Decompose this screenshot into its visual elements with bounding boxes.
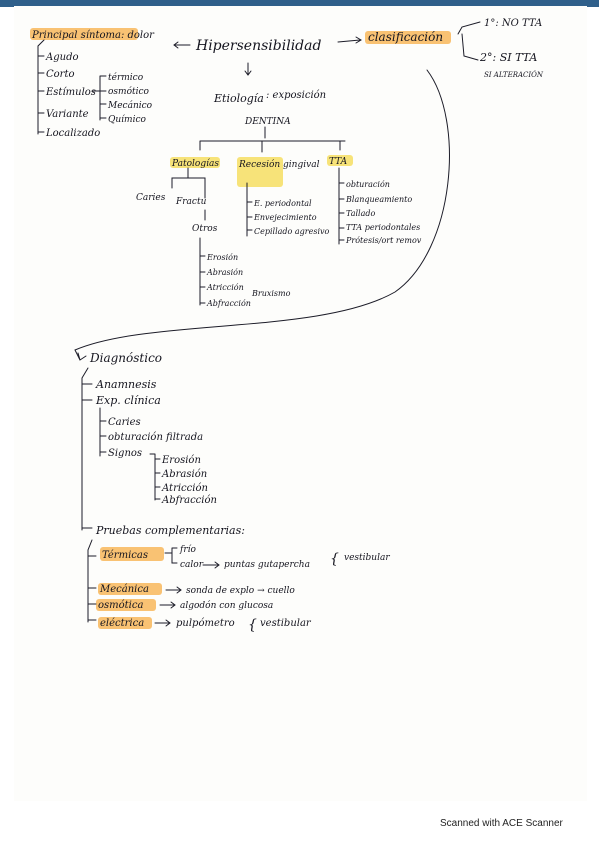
exp-obturacion: obturación filtrada (108, 432, 203, 443)
si-alteracion: SI ALTERACIÓN (484, 70, 544, 79)
bracket-clasificacion (457, 21, 481, 61)
bracket-signos (149, 453, 161, 501)
bracket-estimulos (92, 75, 107, 121)
otros-abfraccion: Abfracción (206, 299, 251, 308)
bracket-otros (199, 237, 206, 306)
sintoma-item-corto: Corto (46, 69, 75, 80)
tta-label: TTA (329, 157, 348, 167)
tree-dentina (199, 126, 346, 153)
clasificacion-label: clasificación (368, 30, 443, 44)
highlight-clasificacion (365, 31, 451, 44)
caries-label: Caries (136, 193, 166, 203)
bracket-recesion (246, 182, 253, 237)
electrica-label: eléctrica (100, 618, 144, 629)
bracket-pruebas (87, 539, 97, 623)
patologias-label: Patologías (171, 158, 219, 169)
mecanica-detail: sonda de explo → cuello (186, 586, 295, 596)
estimulo-osmotico: osmótico (108, 86, 150, 97)
sintoma-header: Principal síntoma: dolor (31, 30, 155, 41)
mecanica-label: Mecánica (99, 584, 149, 595)
arrow-to-clasificacion (337, 36, 362, 44)
signos-atriccion: Atricción (161, 483, 208, 494)
electrica-detail: pulpómetro (176, 618, 235, 629)
bracket-diagnostico (81, 367, 93, 531)
termicas-label: Térmicas (102, 550, 148, 561)
exp-caries: Caries (108, 417, 141, 428)
diagnostico-label: Diagnóstico (89, 351, 162, 365)
etiologia-label: Etiología (213, 92, 264, 105)
tta-periodontales: TTA periodontales (346, 223, 420, 232)
highlight-sintoma (30, 28, 138, 40)
fractu-label: Fractu (175, 197, 207, 207)
osmotica-label: osmótica (98, 600, 143, 611)
recesion-label: Recesión gingival (238, 159, 320, 170)
etiologia-value: : exposición (266, 90, 326, 101)
signos-abfraccion: Abfracción (161, 495, 217, 506)
highlight-tta (327, 155, 353, 166)
clasificacion-2: 2°: SI TTA (479, 51, 537, 64)
estimulo-quimico: Químico (108, 114, 147, 125)
calor-detail: puntas gutapercha (224, 560, 310, 570)
dentina-label: DENTINA (244, 117, 291, 127)
exp-signos: Signos (108, 448, 142, 459)
recesion-periodontal: E. periodontal (253, 199, 312, 208)
highlight-recesion (237, 157, 283, 187)
arrow-to-etiologia (244, 62, 252, 76)
highlight-termicas (100, 547, 164, 561)
hipersensibilidad-title: Hipersensibilidad (195, 38, 321, 54)
signos-erosion: Erosión (161, 455, 201, 466)
otros-label: Otros (192, 224, 218, 234)
highlight-patologias (170, 157, 220, 168)
tta-tallado: Tallado (346, 209, 375, 218)
highlight-mecanica (98, 583, 162, 595)
pruebas-label: Pruebas complementarias: (95, 524, 245, 537)
highlight-osmotica (96, 599, 156, 611)
otros-abrasion: Abrasión (206, 268, 243, 277)
otros-atriccion: Atricción (206, 283, 244, 292)
arrow-osmotica (159, 601, 176, 609)
electrica-vestibular: vestibular (260, 618, 312, 629)
scanner-top-band (0, 0, 599, 7)
tta-blanqueamiento: Blanqueamiento (345, 195, 412, 204)
svg-text:{: { (330, 551, 339, 567)
recesion-envejecimiento: Envejecimiento (253, 213, 317, 222)
termicas-vestibular: vestibular (344, 553, 390, 563)
bruxismo-label: Bruxismo (251, 289, 291, 298)
bracket-sintoma (37, 39, 45, 135)
estimulo-mecanico: Mecánico (107, 100, 153, 111)
bracket-exp-clinica (99, 407, 107, 457)
arrow-mecanica (165, 586, 182, 594)
exp-clinica-label: Exp. clínica (95, 394, 161, 407)
osmotica-detail: algodón con glucosa (180, 600, 273, 611)
curve-to-diagnostico (74, 69, 450, 361)
svg-text:{: { (248, 617, 257, 633)
sintoma-item-variante: Variante (46, 109, 89, 120)
bracket-termicas (164, 547, 178, 564)
scanner-watermark: Scanned with ACE Scanner (440, 818, 563, 829)
anamnesis-label: Anamnesis (95, 378, 157, 391)
arrow-to-sintoma (173, 41, 191, 49)
sintoma-item-estimulos: Estímulos (45, 87, 96, 98)
otros-erosion: Erosión (206, 253, 238, 262)
tta-obturacion: obturación (346, 180, 390, 189)
termicas-calor: calor (180, 560, 204, 570)
sintoma-item-agudo: Agudo (45, 52, 79, 63)
bracket-tta (338, 167, 345, 245)
arrow-electrica (154, 619, 171, 627)
tta-protesis: Prótesis/ort remov (345, 236, 422, 245)
notebook-paper (14, 6, 587, 801)
arrow-calor (202, 561, 220, 569)
highlight-electrica (98, 617, 152, 629)
termicas-frio: frío (179, 544, 197, 555)
sintoma-item-localizado: Localizado (45, 128, 100, 139)
recesion-cepillado: Cepillado agresivo (254, 227, 330, 236)
estimulo-termico: térmico (108, 72, 144, 83)
signos-abrasion: Abrasión (161, 469, 207, 480)
tree-patologias (171, 167, 206, 221)
clasificacion-1: 1°: NO TTA (484, 18, 542, 29)
